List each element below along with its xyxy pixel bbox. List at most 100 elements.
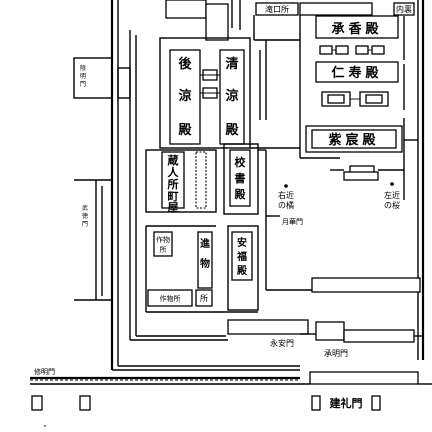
gekkamon-label: 月華門: [282, 217, 303, 226]
top-right-box: [393, 2, 415, 16]
shokyoden-building: 承香殿: [315, 15, 405, 60]
koryoden-char-1: 後: [178, 56, 192, 72]
kyoshoden-box: [229, 149, 251, 207]
north-block-a: [165, 0, 207, 19]
north-buildings: 滝口所 内裏: [165, 0, 415, 41]
anpukuden-box: [231, 231, 253, 281]
anpukuden-char-1: 安: [237, 236, 247, 249]
shinmotsu-box: [197, 231, 213, 289]
small-block-3: [355, 45, 369, 55]
tachibana-tree: [284, 184, 288, 188]
kurodo-char-1: 蔵: [168, 153, 179, 167]
kurodo-char-3: 所: [168, 177, 179, 191]
shomeimon-label: 承明門: [324, 349, 348, 358]
tsukumo-line2: 所: [160, 245, 167, 254]
top-right-label: 内裏: [396, 4, 412, 14]
seiryoden-enclosure: [159, 37, 251, 149]
shinmotsu-tail-label: 所: [200, 293, 208, 303]
kurodo-enclosure: [145, 149, 217, 213]
mid-block-right-inner: [365, 94, 383, 104]
mid-blocks-row: [321, 91, 389, 107]
kurodo-box: [161, 151, 185, 209]
shishinden-building: 紫宸殿: [305, 118, 418, 166]
takiguchi-box: [255, 2, 299, 16]
seiryoden-char-2: 涼: [225, 88, 238, 104]
mid-block-left-inner: [327, 94, 345, 104]
west-wing-link: [117, 67, 131, 99]
anpukuden-char-3: 殿: [236, 265, 248, 277]
kenreimon-pillar-right: [371, 395, 381, 411]
sakon-sakura-line1: 左近: [384, 190, 400, 200]
jinjuden-label: 仁寿殿: [331, 65, 382, 81]
eiammon-label: 永安門: [270, 338, 294, 348]
shinmotsu-char-1: 進: [200, 237, 211, 250]
north-block-b: [205, 3, 229, 41]
seiryoden-char-1: 清: [225, 56, 238, 72]
kenreimon-north-block: [309, 371, 419, 385]
tsukumo-long-label: 作物所: [160, 294, 181, 303]
shomeimon-box: [315, 321, 345, 341]
small-block-2: [335, 45, 349, 55]
koryoden-char-3: 殿: [177, 122, 192, 138]
small-block-1: [319, 45, 333, 55]
small-blocks-row: [319, 45, 385, 55]
eiammon-block: [227, 319, 309, 335]
takiguchi-label: 滝口所: [265, 4, 289, 14]
jinjuden-building: 仁寿殿: [315, 61, 405, 110]
south-pillar-1: [31, 395, 43, 411]
kurodo-char-5: 屋: [168, 201, 179, 214]
right-step-2: [343, 171, 379, 181]
west-wing-upper: [73, 57, 113, 99]
north-corridor: [299, 2, 373, 16]
ukon-tachibana-line2: の橘: [278, 200, 294, 210]
shomeimon-wing: [343, 329, 415, 343]
jinjuden-box: [315, 61, 399, 83]
kenreimon-pillar-left: [311, 395, 321, 411]
anpukuden-enclosure: [227, 225, 259, 311]
kyoshoden-char-3: 殿: [234, 188, 247, 201]
south-east-block: [311, 277, 421, 293]
inmeimon-char-3: 門: [80, 81, 86, 88]
south-pillar-2: [79, 395, 91, 411]
bukumon-char-2: 徳: [82, 212, 88, 220]
kurodo-complex: 蔵 人 所 町 屋: [145, 149, 217, 214]
kurodo-char-4: 町: [168, 190, 179, 203]
south-gates: 永安門 承明門: [227, 277, 423, 358]
shishinden-label: 紫宸殿: [328, 132, 379, 148]
tsukumo-long-box: [147, 289, 193, 307]
kyoshoden-char-1: 校: [235, 155, 247, 169]
shinmotsu-char-2: 物: [200, 257, 210, 270]
kurodo-char-2: 人: [168, 165, 180, 179]
west-gates: 陰 明 門 武 徳 門: [80, 64, 88, 228]
inmeimon-char-2: 明: [80, 73, 86, 80]
outer-south: 修明門 建礼門: [30, 367, 432, 427]
anpukuden-char-2: 福: [236, 250, 247, 263]
small-block-4: [371, 45, 385, 55]
bukumon-char-3: 門: [82, 221, 88, 228]
sakon-sakura-line2: の桜: [384, 200, 400, 210]
tsukumo-line1: 作物: [156, 235, 170, 244]
shukimon-label: 修明門: [34, 367, 55, 376]
shokyoden-box: [315, 15, 399, 39]
ukon-tachibana-line1: 右近: [278, 190, 294, 200]
southwest-buildings: 安 福 殿 進 物 所 作物 所 作物所: [145, 225, 259, 313]
bukumon-char-1: 武: [82, 204, 88, 212]
shishinden-box: [311, 129, 397, 149]
kyoshoden-enclosure: [223, 143, 259, 215]
kyoshoden-building: 校 書 殿: [223, 143, 267, 230]
seiryoden-complex: 後 涼 殿 清 涼 殿: [159, 37, 340, 159]
koryoden-char-2: 涼: [178, 88, 191, 104]
shinmotsu-tail: [195, 289, 213, 307]
outer-walls: [73, 0, 425, 371]
kenreimon-label: 建礼門: [330, 396, 363, 410]
koryoden-box: [169, 49, 201, 145]
sakura-tree: [390, 182, 394, 186]
inmeimon-char-1: 陰: [80, 64, 86, 72]
tsukumo-box: [153, 231, 173, 257]
seiryoden-char-3: 殿: [224, 122, 239, 138]
seiryoden-box: [219, 49, 245, 145]
courtyard-marks: 右近 の橘 左近 の桜 月華門: [265, 165, 405, 290]
kurodo-annex: [195, 151, 207, 209]
shokyoden-label: 承香殿: [331, 21, 382, 37]
